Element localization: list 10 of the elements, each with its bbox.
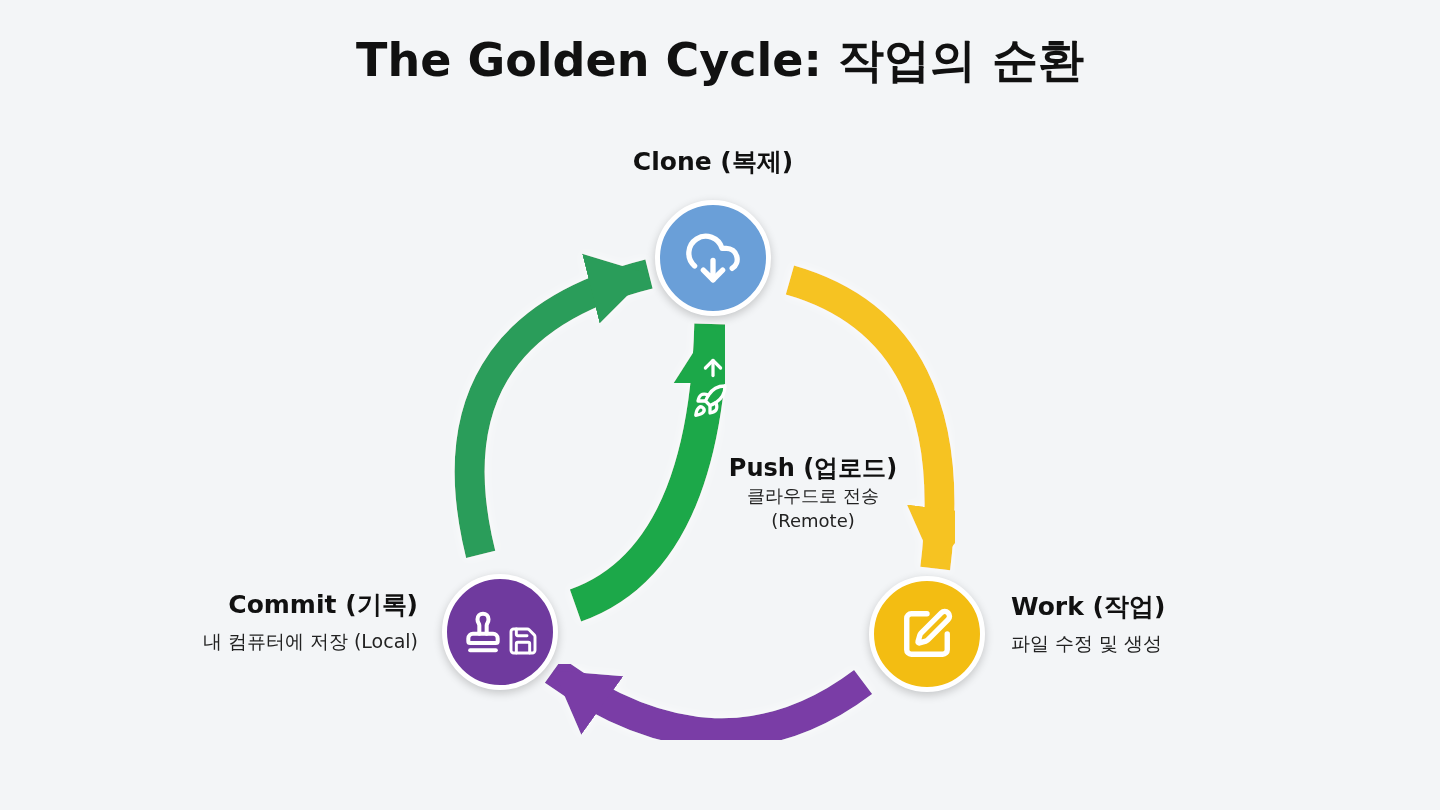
- step-description: 내 컴퓨터에 저장 (Local): [202, 629, 418, 654]
- step-description: 파일 수정 및 생성: [1011, 631, 1163, 656]
- step-title: Clone (복제): [631, 146, 795, 178]
- arrow: [545, 658, 872, 749]
- arrow: [785, 265, 977, 570]
- step-title: Work (작업): [1011, 591, 1166, 623]
- step-title: Commit (기록): [228, 589, 418, 621]
- title: The Golden Cycle: 작업의 순환: [356, 32, 1084, 89]
- arrow: [454, 256, 654, 558]
- edge-label: Push (업로드) 클라우드로 전송 (Remote): [727, 453, 899, 533]
